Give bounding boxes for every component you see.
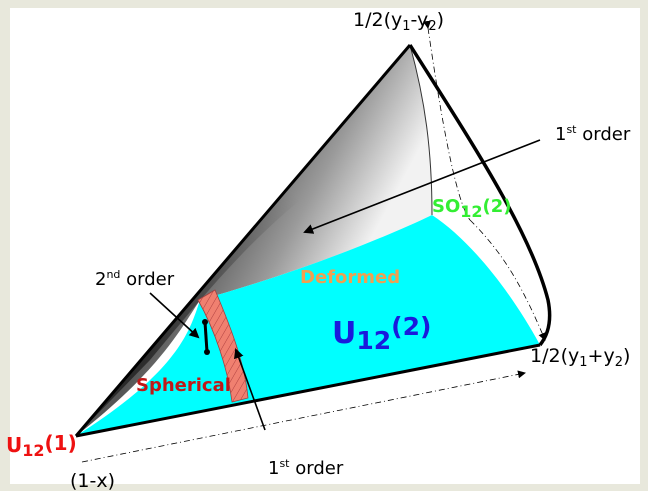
label-first-order-top: 1st order — [555, 123, 631, 145]
second-order-endpoint-top — [202, 319, 208, 325]
outer-wedge — [410, 45, 550, 345]
label-spherical: Spherical — [136, 375, 231, 396]
label-so12-2: SO12(2) — [432, 196, 512, 221]
second-order-arrow — [149, 292, 200, 339]
label-deformed: Deformed — [300, 267, 400, 288]
label-second-order: 2nd order — [95, 268, 175, 290]
outer-arc — [408, 44, 552, 347]
spherical-patch — [197, 289, 249, 403]
label-y1-plus-y2: 1/2(y1+y2) — [530, 345, 630, 370]
y1-plus-y2-dimension — [469, 219, 546, 341]
second-order-endpoint-bottom — [204, 349, 210, 355]
one-minus-x-dimension — [81, 370, 526, 463]
u12-2-region — [76, 215, 540, 436]
label-u12-2: U12(2) — [332, 312, 431, 355]
label-y1-minus-y2: 1/2(y1-y2) — [353, 9, 444, 34]
inner-boundary-curve — [409, 44, 433, 216]
upper-edge — [74, 44, 412, 437]
label-u12-1: U12(1) — [6, 431, 77, 460]
first-order-top-arrow — [303, 139, 541, 234]
first-order-bottom-arrow — [234, 348, 266, 431]
second-order-segment — [203, 321, 209, 353]
lower-edge — [75, 343, 541, 438]
label-first-order-bottom: 1st order — [268, 457, 344, 479]
label-one-minus-x: (1-x) — [70, 470, 115, 491]
y1-minus-y2-dimension — [423, 20, 471, 221]
